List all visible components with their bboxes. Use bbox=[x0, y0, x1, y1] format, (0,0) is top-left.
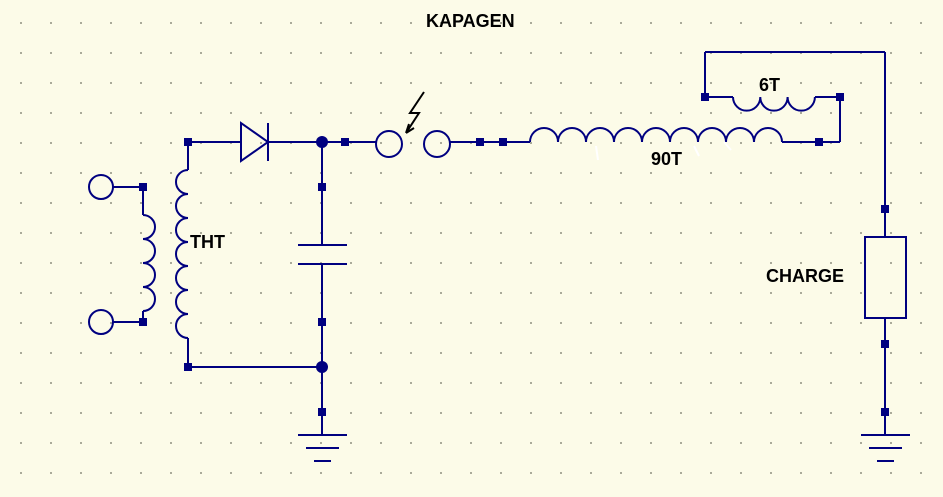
spark-icon bbox=[405, 91, 425, 134]
capacitor[interactable] bbox=[298, 142, 347, 367]
coil-6t[interactable] bbox=[701, 51, 889, 237]
coil-90t-highlights bbox=[595, 141, 732, 161]
load-resistor[interactable] bbox=[864, 236, 907, 435]
input-terminal-bottom[interactable] bbox=[88, 309, 143, 335]
tht-label: THT bbox=[190, 232, 225, 252]
transformer-primary-winding[interactable] bbox=[139, 183, 156, 326]
schematic-title: KAPAGEN bbox=[426, 11, 515, 31]
tht-secondary-winding[interactable] bbox=[175, 138, 192, 371]
coil-90t[interactable] bbox=[529, 127, 840, 146]
load-label: CHARGE bbox=[766, 266, 844, 286]
spark-gap[interactable] bbox=[322, 130, 530, 158]
coil-90t-label: 90T bbox=[651, 149, 682, 169]
ground-right bbox=[861, 434, 910, 462]
coil-6t-label: 6T bbox=[759, 75, 780, 95]
diode[interactable] bbox=[188, 121, 322, 163]
input-terminal-top[interactable] bbox=[88, 174, 143, 200]
ground-left bbox=[298, 367, 347, 462]
